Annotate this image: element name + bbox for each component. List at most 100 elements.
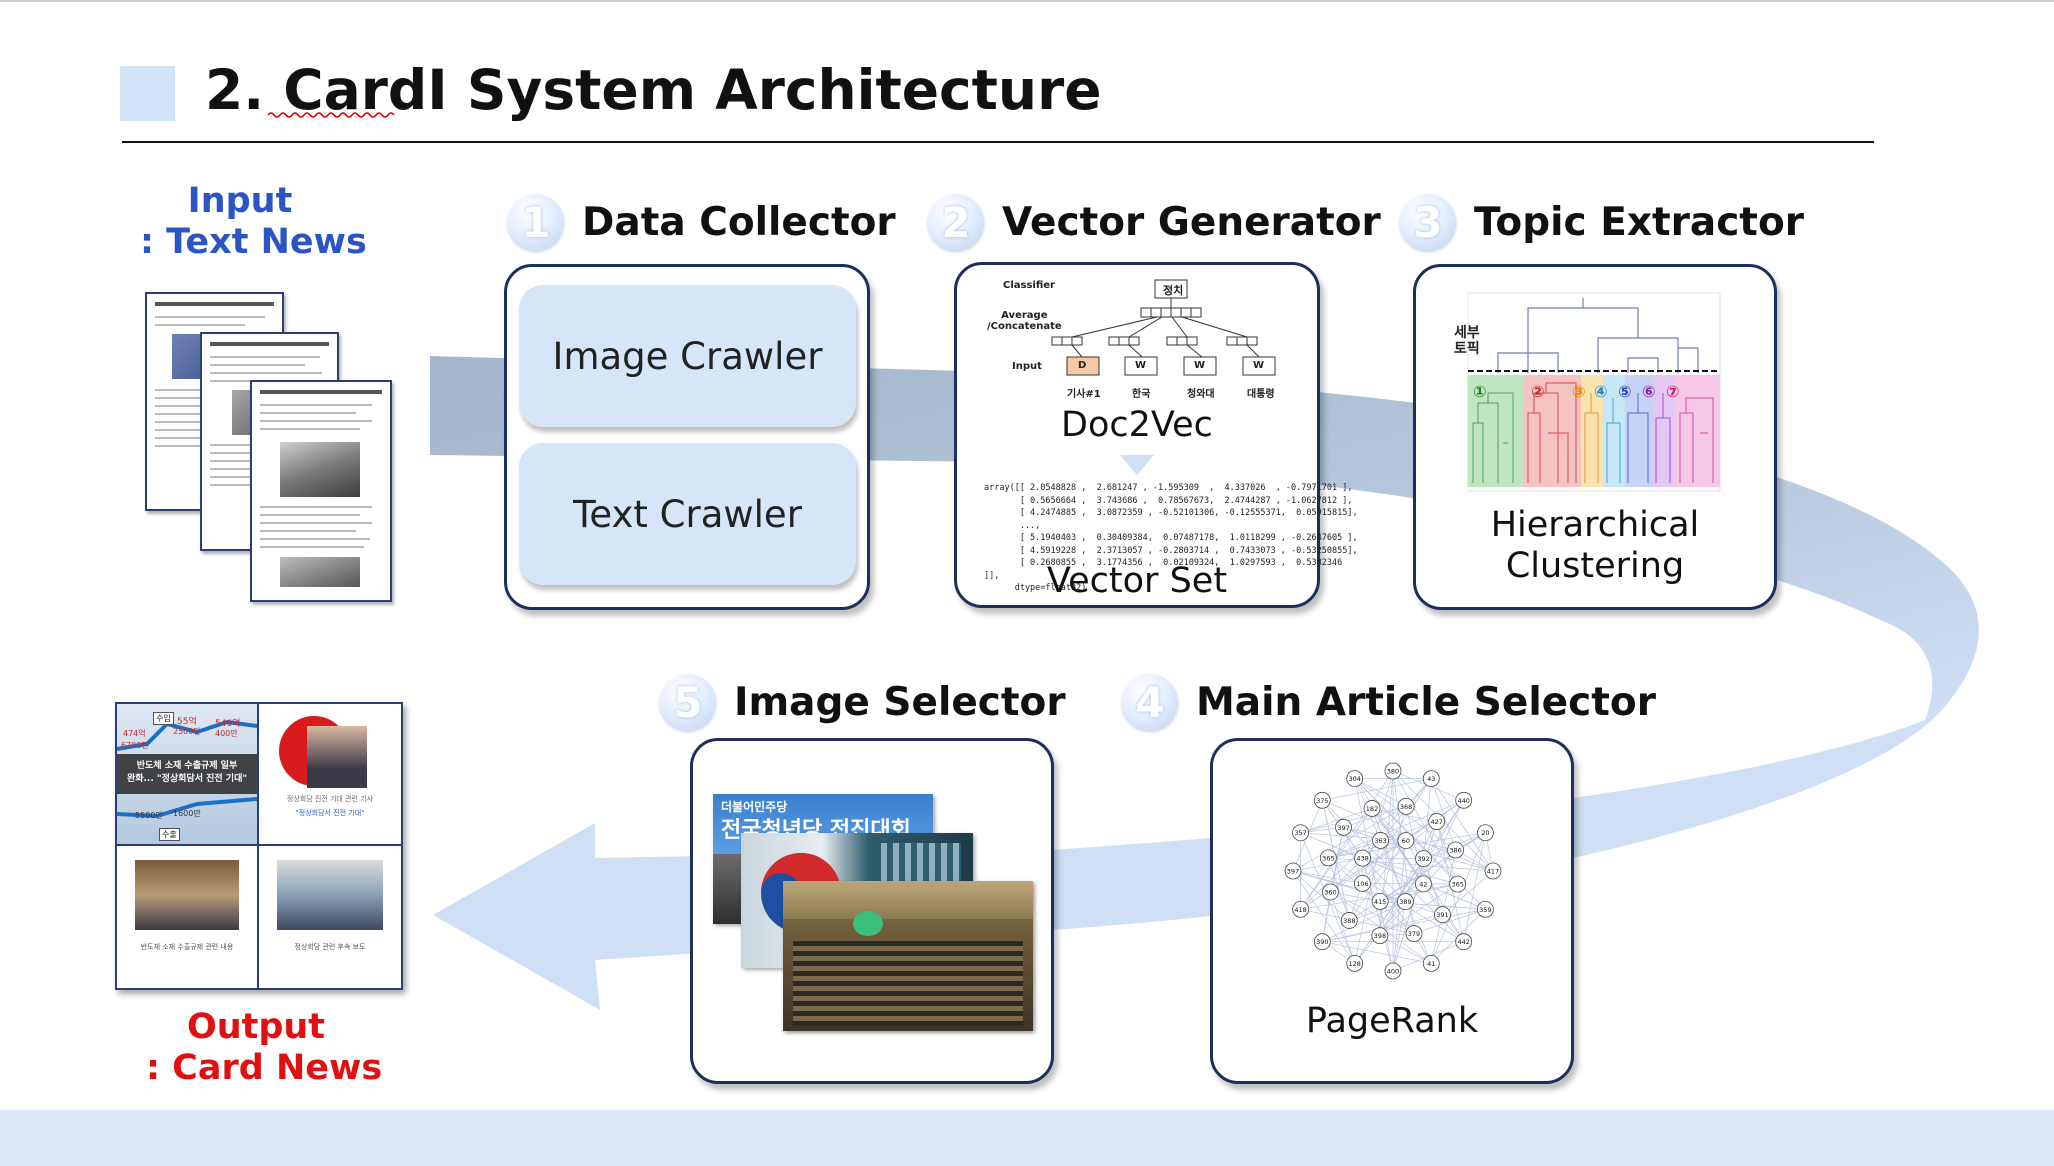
vector-array-line: [ 4.2474885 , 3.0872359 , -0.52101306, -… xyxy=(984,508,1358,518)
graph-node-label: 106 xyxy=(1356,880,1368,888)
graph-node-label: 388 xyxy=(1343,917,1355,925)
cluster-label: ⑤ xyxy=(1618,382,1632,401)
vector-array-line: [ 0.2680855 , 3.1774356 , 0.02109324, 1.… xyxy=(984,558,1348,568)
graph-node: 363 xyxy=(1372,832,1389,849)
chart-label: 400만 xyxy=(215,729,238,738)
stage-2-title: Vector Generator xyxy=(1002,199,1381,245)
graph-edge xyxy=(1379,806,1407,902)
graph-node: 60 xyxy=(1397,832,1415,850)
card-news-chart: 수입 55억 546억 474억 2500만 400만 6700만 반도체 소재… xyxy=(116,704,258,844)
graph-edge xyxy=(1343,827,1363,884)
hierarchical-clustering-label: Hierarchical Clustering xyxy=(1490,505,1700,586)
card-news-caption: 정상회담 관련 후속 보도 xyxy=(294,943,366,951)
cluster-label: ③ xyxy=(1572,382,1586,401)
graph-node: 386 xyxy=(1447,841,1464,859)
photo-banner-text: 더불어민주당 xyxy=(721,800,788,814)
stage-4-title: Main Article Selector xyxy=(1196,679,1656,725)
graph-node-label: 375 xyxy=(1316,797,1328,805)
graph-node-label: 42 xyxy=(1419,880,1427,888)
graph-node-label: 20 xyxy=(1481,829,1489,837)
graph-node-label: 60 xyxy=(1402,837,1410,845)
graph-node: 389 xyxy=(1397,893,1414,910)
graph-edge xyxy=(1328,857,1464,943)
graph-edge xyxy=(1392,901,1406,972)
chart-label: 55억 xyxy=(177,717,197,727)
graph-edge xyxy=(1430,778,1494,872)
graph-edge xyxy=(1371,808,1424,885)
vector-array-line: [ 4.5919228 , 2.3713057 , -0.2803714 , 0… xyxy=(984,545,1358,556)
graph-node: 380 xyxy=(1384,762,1402,780)
stage-3-number: 3 xyxy=(1400,194,1456,250)
doc2vec-tree xyxy=(1051,279,1276,376)
graph-edge xyxy=(1292,870,1406,902)
stage-4-header: 4 Main Article Selector xyxy=(1122,674,1656,730)
graph-node: 392 xyxy=(1415,850,1432,867)
graph-node: 440 xyxy=(1455,791,1473,809)
dendrogram xyxy=(1467,292,1721,492)
input-cell-word: W xyxy=(1194,360,1206,371)
vector-array-line: dtype=float32) xyxy=(984,583,1087,593)
graph-edge xyxy=(1362,821,1437,884)
graph-node: 359 xyxy=(1476,900,1494,918)
graph-node-label: 41 xyxy=(1427,960,1435,968)
chart-label: 1600만 xyxy=(173,809,201,818)
graph-node-label: 442 xyxy=(1457,938,1469,946)
graph-node: 391 xyxy=(1434,906,1451,924)
graph-node: 397 xyxy=(1284,862,1302,880)
input-cell-word: W xyxy=(1135,360,1147,371)
graph-node-label: 359 xyxy=(1479,906,1491,914)
graph-node-label: 360 xyxy=(1324,888,1336,896)
graph-node-label: 389 xyxy=(1399,898,1411,906)
graph-edge xyxy=(1405,806,1424,884)
stage-2-header: 2 Vector Generator xyxy=(928,194,1381,250)
graph-node-label: 427 xyxy=(1430,818,1442,826)
graph-edge xyxy=(1292,806,1407,872)
output-label-line1: Output xyxy=(186,1007,326,1047)
graph-node-label: 417 xyxy=(1487,868,1499,876)
input-label-line2: : Text News xyxy=(140,222,367,262)
photo-assembly-hall xyxy=(783,881,1033,1031)
card-news-caption: 정상회담 진전 기대 관련 기사 xyxy=(286,795,374,803)
card-news-portrait: 정상회담 진전 기대 관련 기사 "정상회담서 진전 기대" xyxy=(259,704,401,844)
data-collector-card: Image Crawler Text Crawler xyxy=(504,264,870,610)
graph-edge xyxy=(1330,840,1407,893)
graph-edge xyxy=(1362,857,1458,885)
graph-edge xyxy=(1423,858,1443,915)
chart-label: 2500만 xyxy=(173,727,201,736)
graph-node-label: 390 xyxy=(1316,938,1328,946)
title-marker xyxy=(120,66,175,121)
input-cell-word: W xyxy=(1253,360,1265,371)
root-node-label: 정치 xyxy=(1163,284,1184,297)
graph-node-label: 397 xyxy=(1287,868,1299,876)
input-label: Input : Text News xyxy=(140,181,367,263)
input-word: 대통령 xyxy=(1247,389,1275,400)
graph-node: 375 xyxy=(1313,791,1331,809)
footer-band xyxy=(0,1110,2054,1166)
graph-edge xyxy=(1349,840,1407,921)
graph-edge xyxy=(1371,808,1437,822)
chart-label: 5500만 xyxy=(135,811,163,820)
graph-node: 417 xyxy=(1484,862,1502,880)
vector-generator-card: Classifier Average /Concatenate Input xyxy=(954,262,1358,608)
vector-array-line: [ 5.1940403 , 0.30409384, 0.07487178, 1.… xyxy=(984,533,1358,543)
graph-edge xyxy=(1371,808,1406,902)
graph-node-label: 363 xyxy=(1374,837,1386,845)
chart-label: 474억 xyxy=(123,729,146,738)
graph-edge xyxy=(1379,935,1432,964)
cluster-label: ⑦ xyxy=(1666,382,1680,401)
graph-node-label: 357 xyxy=(1294,829,1306,837)
output-label: Output : Card News xyxy=(146,1007,382,1089)
graph-edge xyxy=(1423,800,1465,885)
graph-edge xyxy=(1322,778,1432,801)
graph-node-label: 368 xyxy=(1400,803,1412,811)
input-word: 한국 xyxy=(1132,389,1151,400)
graph-node: 400 xyxy=(1384,962,1402,980)
graph-edge xyxy=(1349,901,1406,921)
graph-node: 438 xyxy=(1354,849,1372,867)
chart-label: 6700만 xyxy=(121,741,149,750)
graph-edge xyxy=(1362,857,1424,885)
graph-node-label: 397 xyxy=(1337,824,1349,832)
card-news-visit: 정상회담 관련 후속 보도 xyxy=(259,846,401,988)
graph-edge xyxy=(1354,858,1424,964)
graph-node-label: 392 xyxy=(1417,855,1429,863)
